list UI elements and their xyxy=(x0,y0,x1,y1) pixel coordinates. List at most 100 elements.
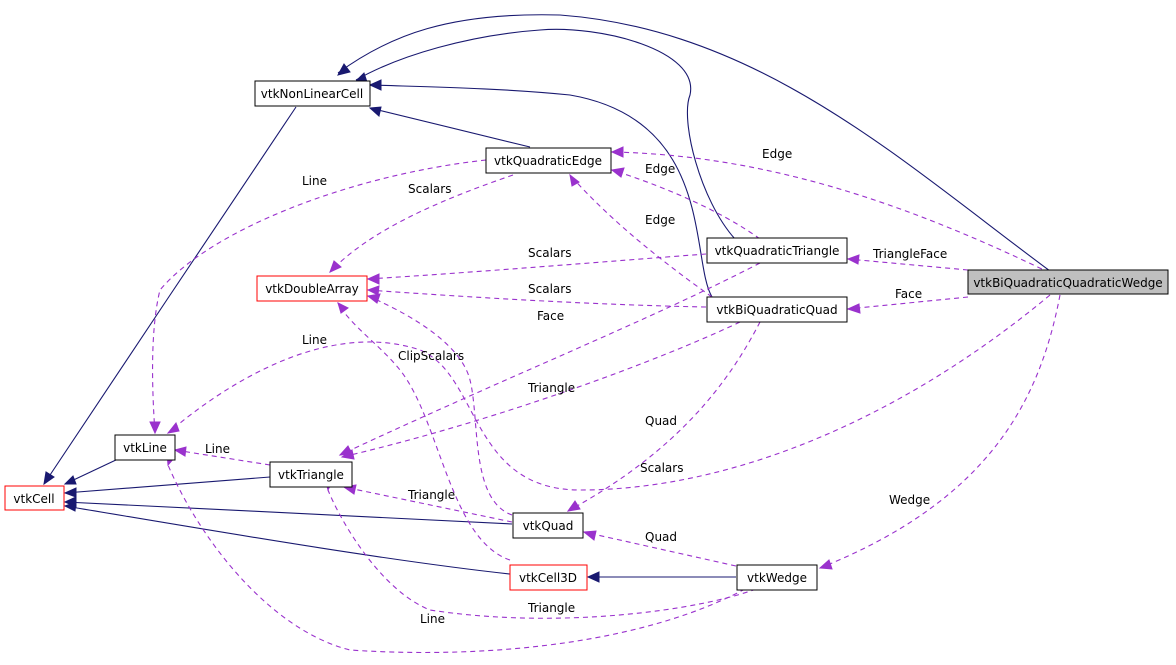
edge-label-scalars: Scalars xyxy=(408,182,451,196)
arrowhead xyxy=(846,254,860,265)
arrowhead xyxy=(818,559,833,570)
edge-biquadwedge-quadedge xyxy=(611,151,1051,274)
node-box xyxy=(114,434,176,461)
edge-label-face: Face xyxy=(895,287,922,301)
edge-quadedge-line xyxy=(152,159,487,434)
edge-wedge-triangle xyxy=(327,489,757,619)
edge-quad-doublearray xyxy=(367,295,513,516)
edge-biquadquad-quadedge xyxy=(569,174,713,298)
edge-biquadquad-to-nonlinearcell xyxy=(369,84,713,298)
edge-biquadquad-triangle xyxy=(341,321,741,458)
edge-label-scalars: Scalars xyxy=(640,461,683,475)
node-label: vtkCell3D xyxy=(519,571,577,585)
node-label: vtkQuadraticEdge xyxy=(494,154,602,168)
arrowhead xyxy=(610,167,625,178)
nodes: vtkBiQuadraticQuadraticWedge vtkNonLinea… xyxy=(4,80,1169,591)
node-label: vtkBiQuadraticQuadraticWedge xyxy=(973,276,1162,290)
edge-quadtri-triangle xyxy=(339,262,761,456)
node-vtktriangle[interactable]: vtkTriangle xyxy=(269,461,353,488)
arrowhead xyxy=(366,273,380,285)
edge-label-edge: Edge xyxy=(762,147,792,161)
arrowhead xyxy=(149,421,161,435)
node-label: vtkDoubleArray xyxy=(265,282,359,296)
node-vtkbiquadraticquad[interactable]: vtkBiQuadraticQuad xyxy=(706,296,848,323)
arrowhead xyxy=(368,106,382,117)
arrowhead xyxy=(63,475,77,485)
node-label: vtkQuad xyxy=(523,519,574,533)
node-box xyxy=(256,275,368,302)
node-vtkline[interactable]: vtkLine xyxy=(114,434,176,461)
edge-quadedge-doublearray xyxy=(329,174,514,273)
edge-wedge-to-nonlinearcell xyxy=(337,14,1051,272)
edge-label-edge: Edge xyxy=(645,213,675,227)
edge-quad-triangle xyxy=(343,486,513,523)
edge-label-line: Line xyxy=(205,442,230,456)
arrowhead xyxy=(337,302,349,314)
edge-label-clipscalars: ClipScalars xyxy=(398,349,464,363)
arrowhead xyxy=(366,285,380,296)
arrowhead xyxy=(846,303,861,314)
node-box xyxy=(4,485,65,511)
node-label: vtkCell xyxy=(13,492,54,506)
node-vtkcell3d[interactable]: vtkCell3D xyxy=(509,564,588,591)
node-label: vtkLine xyxy=(123,441,167,455)
edge-biquadwedge-biquadquad xyxy=(847,296,969,310)
node-vtkbiquadraticquadraticwedge[interactable]: vtkBiQuadraticQuadraticWedge xyxy=(967,269,1169,295)
node-box xyxy=(509,564,588,591)
arrowhead xyxy=(63,501,77,512)
edge-cell3d-doublearray xyxy=(337,302,511,561)
node-label: vtkTriangle xyxy=(278,468,344,482)
node-box xyxy=(736,564,818,591)
edge-wedge-line xyxy=(167,464,746,653)
inheritance-edges xyxy=(43,14,1051,578)
node-label: vtkNonLinearCell xyxy=(261,87,363,101)
edge-label-triangle: Triangle xyxy=(407,488,455,502)
node-box xyxy=(269,461,353,488)
node-box xyxy=(706,237,848,264)
edge-label-triangle: Triangle xyxy=(527,381,575,395)
edge-label-quad: Quad xyxy=(645,530,677,544)
arrowhead xyxy=(329,260,342,273)
node-vtkquad[interactable]: vtkQuad xyxy=(512,512,584,539)
edge-label-scalars: Scalars xyxy=(528,282,571,296)
edge-label-wedge: Wedge xyxy=(889,493,930,507)
edge-biquadquad-doublearray xyxy=(367,289,707,308)
edge-triangle-line xyxy=(174,449,271,466)
arrowhead xyxy=(566,500,581,512)
node-box xyxy=(706,296,848,323)
edge-quadedge-to-nonlinearcell xyxy=(369,107,531,148)
arrowhead xyxy=(586,571,600,583)
edge-biquadwedge-line xyxy=(167,294,1051,491)
edge-wedge-quad xyxy=(583,531,737,567)
edge-quadtri-quadedge xyxy=(611,169,761,240)
arrowhead xyxy=(63,487,77,498)
edge-label-face: Face xyxy=(537,309,564,323)
edge-biquadquad-quad xyxy=(567,321,761,512)
node-box xyxy=(254,80,371,107)
edge-quadtri-to-nonlinearcell xyxy=(355,28,736,240)
node-box xyxy=(967,269,1169,295)
edge-triangle-to-cell xyxy=(64,476,271,494)
node-vtkdoublearray[interactable]: vtkDoubleArray xyxy=(256,275,368,302)
arrowhead xyxy=(569,173,580,187)
node-label: vtkBiQuadraticQuad xyxy=(716,303,837,317)
node-box xyxy=(512,512,584,539)
edge-label-line: Line xyxy=(420,612,445,626)
node-label: vtkQuadraticTriangle xyxy=(715,244,840,258)
edge-label-line: Line xyxy=(302,333,327,347)
edge-cell3d-to-cell xyxy=(64,505,511,575)
edge-biquadwedge-wedge xyxy=(819,294,1061,569)
edge-nonlinearcell-to-cell xyxy=(43,106,297,485)
node-vtkquadratictriangle[interactable]: vtkQuadraticTriangle xyxy=(706,237,848,264)
node-vtkwedge[interactable]: vtkWedge xyxy=(736,564,818,591)
edge-biquadwedge-quadtri xyxy=(847,258,969,271)
edge-label-line: Line xyxy=(302,174,327,188)
arrowhead xyxy=(368,79,382,91)
node-vtknonlinearcell[interactable]: vtkNonLinearCell xyxy=(254,80,371,107)
edge-label-triangleface: TriangleFace xyxy=(872,247,947,261)
node-vtkcell[interactable]: vtkCell xyxy=(4,485,65,511)
node-box xyxy=(485,147,612,174)
edge-label-triangle: Triangle xyxy=(527,601,575,615)
node-vtkquadraticedge[interactable]: vtkQuadraticEdge xyxy=(485,147,612,174)
